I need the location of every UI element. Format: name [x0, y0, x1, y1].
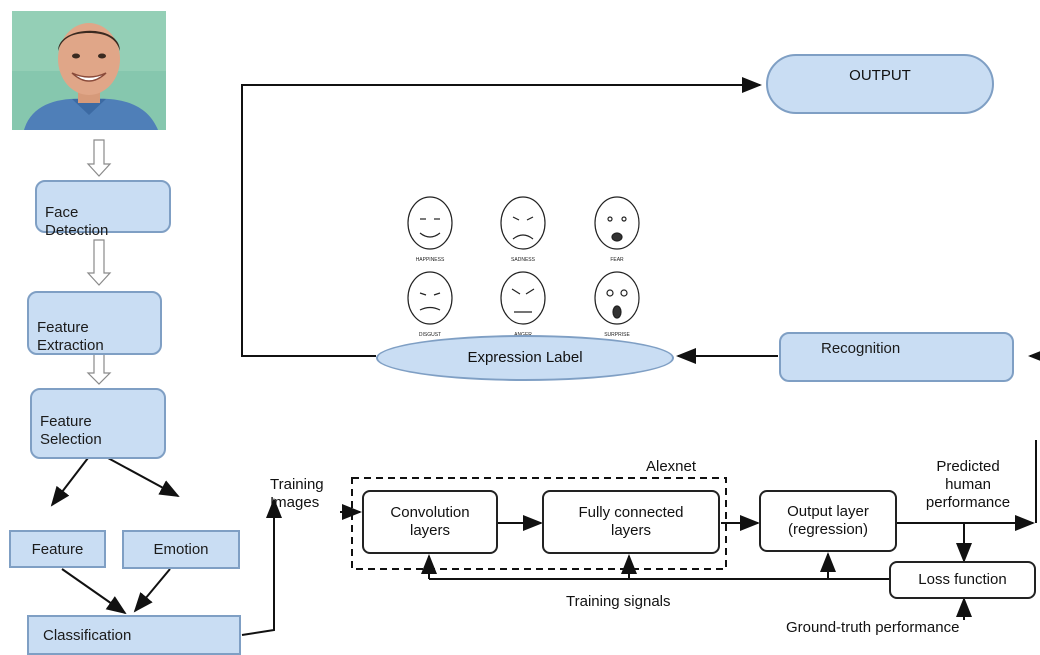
face-photo — [12, 11, 166, 130]
face-detection-box: Face Detection — [35, 180, 171, 239]
recognition-label: Recognition — [821, 340, 901, 357]
feature-box: Feature — [9, 530, 106, 568]
expression-label-node: Expression Label — [376, 335, 674, 381]
feature-extraction-box: Feature Extraction — [27, 291, 162, 355]
emotion-box: Emotion — [122, 530, 240, 569]
training-signals-label: Training signals — [566, 593, 671, 610]
face-surprise — [594, 271, 640, 325]
feature-extraction-label: Feature Extraction — [37, 319, 104, 354]
classification-label: Classification — [43, 626, 132, 644]
arrow-to-feature — [50, 457, 89, 507]
output-layer-box: Output layer (regression) — [759, 490, 897, 552]
face-happiness — [407, 196, 453, 250]
hollow-arrow-1 — [86, 139, 112, 177]
hollow-arrow-3 — [86, 353, 112, 385]
alexnet-dashed-group — [351, 477, 727, 570]
face-caption-2: SADNESS — [511, 257, 536, 263]
feature-label: Feature — [31, 540, 84, 558]
expression-label-text: Expression Label — [467, 349, 583, 366]
arrow-class-to-training — [241, 498, 282, 636]
output-layer-label: Output layer (regression) — [787, 503, 869, 538]
hollow-arrow-2 — [86, 239, 112, 286]
face-sadness — [500, 196, 546, 250]
ground-truth-label: Ground-truth performance — [786, 619, 960, 636]
face-disgust — [407, 271, 453, 325]
fully-connected-box: Fully connected layers — [542, 490, 720, 554]
face-caption-6: SURPRISE — [604, 332, 630, 338]
arrow-emotion-to-class — [133, 568, 171, 613]
emotion-label: Emotion — [153, 541, 209, 558]
convolution-box: Convolution layers — [362, 490, 498, 554]
face-anger — [500, 271, 546, 325]
output-node: OUTPUT — [766, 54, 994, 114]
face-caption-1: HAPPINESS — [416, 257, 445, 263]
faces-image: HAPPINESS SADNESS FEAR DISGUST ANGER SUR… — [390, 193, 658, 343]
convolution-label: Convolution layers — [390, 504, 470, 539]
predicted-performance-label: Predicted human performance — [925, 458, 1011, 511]
loss-function-box: Loss function — [889, 561, 1036, 599]
fully-connected-label: Fully connected layers — [578, 504, 684, 539]
face-caption-4: DISGUST — [419, 332, 441, 338]
arrow-label-to-output — [241, 77, 762, 357]
face-detection-label: Face Detection — [45, 204, 109, 239]
training-images-label: Training Images — [270, 476, 324, 511]
face-caption-3: FEAR — [610, 257, 624, 263]
arrow-feature-to-class — [61, 568, 127, 615]
feature-selection-box: Feature Selection — [30, 388, 166, 459]
arrow-to-emotion — [107, 457, 180, 497]
recognition-box: Recognition — [779, 332, 1014, 382]
feature-selection-label: Feature Selection — [40, 413, 102, 448]
output-label: OUTPUT — [849, 67, 911, 84]
alexnet-group-label: Alexnet — [646, 458, 697, 475]
loss-function-label: Loss function — [918, 571, 1007, 588]
face-fear — [594, 196, 640, 250]
classification-box: Classification — [27, 615, 241, 655]
hollow-arrows — [86, 139, 112, 385]
